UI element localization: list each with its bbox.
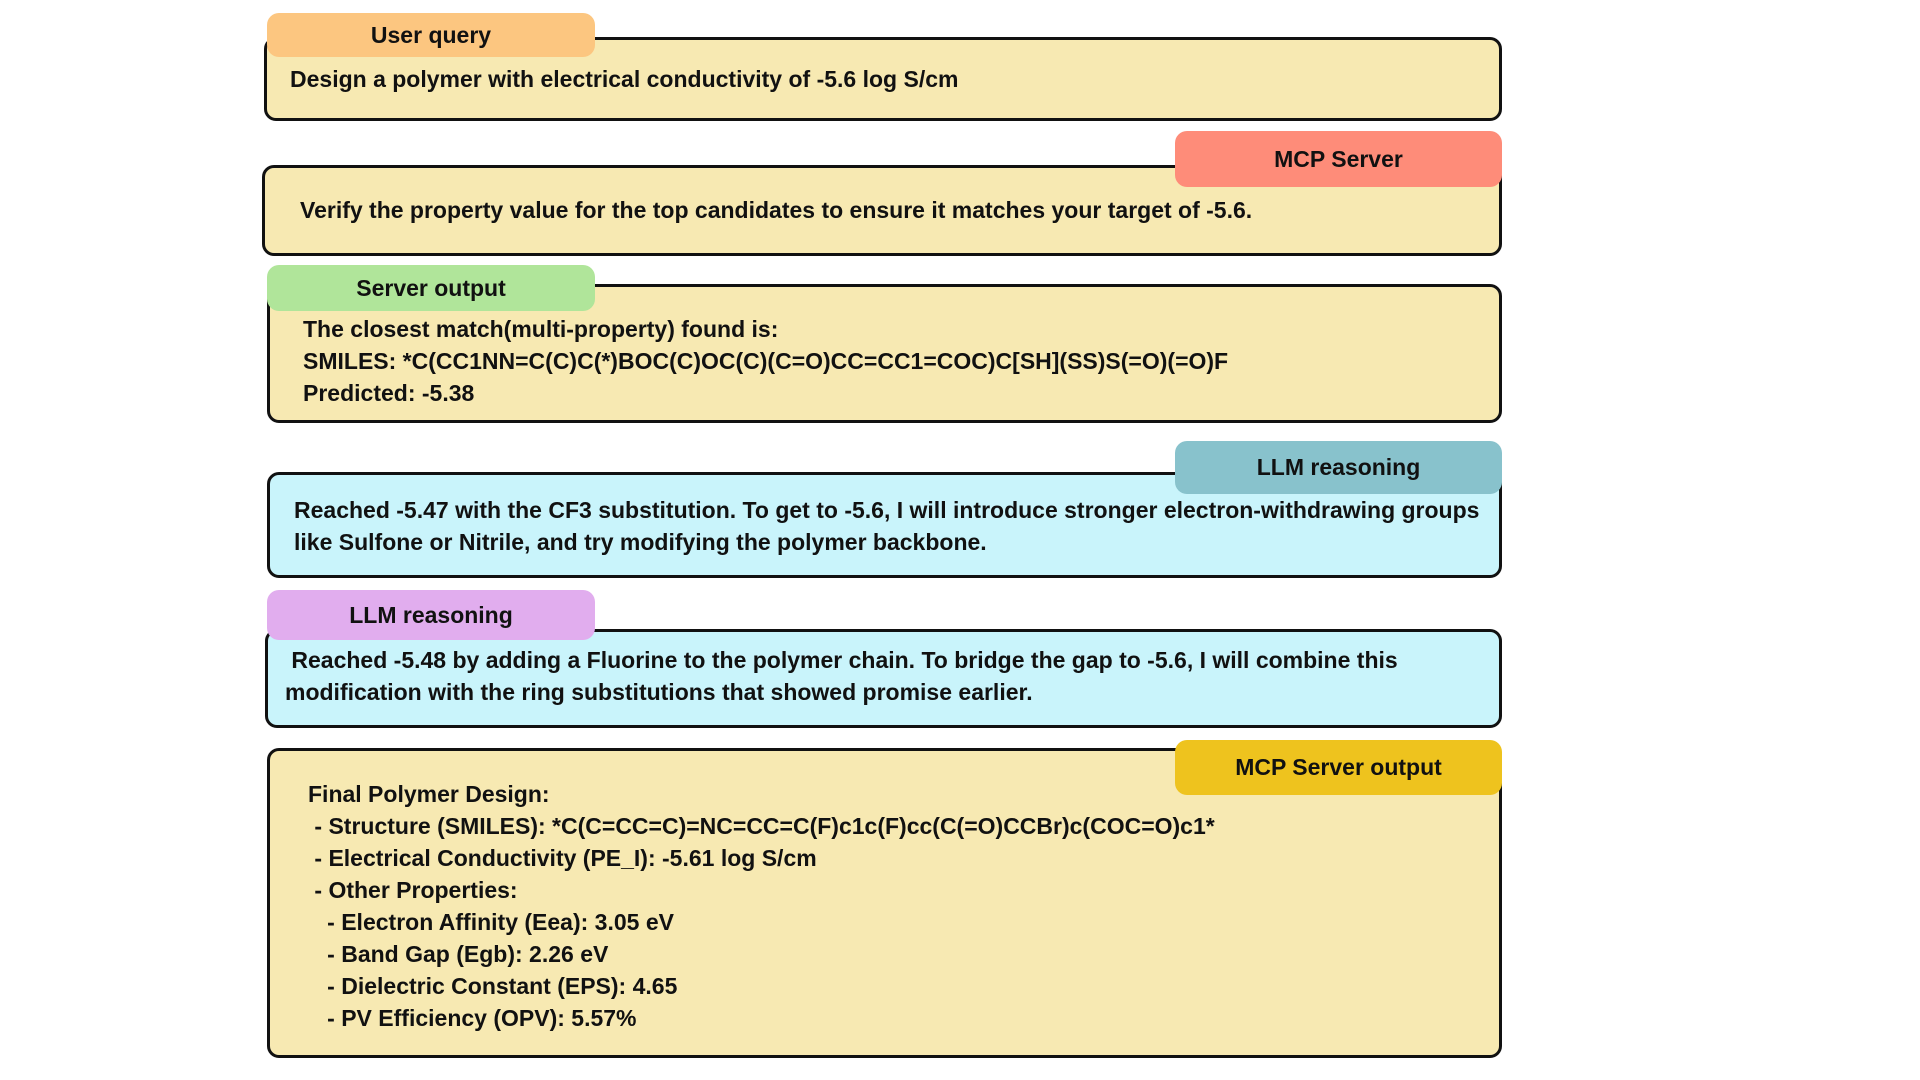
user-query-text: Design a polymer with electrical conduct…: [290, 66, 959, 92]
mcp-server-output-line-2: - Structure (SMILES): *C(C=CC=C)=NC=CC=C…: [308, 813, 1215, 839]
llm-reasoning-2-line-1: Reached -5.48 by adding a Fluorine to th…: [285, 647, 1398, 673]
llm-reasoning-2-line-2: modification with the ring substitutions…: [285, 679, 1033, 705]
llm-reasoning-1-line-2: like Sulfone or Nitrile, and try modifyi…: [294, 529, 987, 555]
mcp-server-output-tag: MCP Server output: [1175, 740, 1502, 795]
mcp-server-output-line-8: - PV Efficiency (OPV): 5.57%: [308, 1005, 637, 1031]
llm-reasoning-tag-1: LLM reasoning: [1175, 441, 1502, 494]
server-output-tag: Server output: [267, 265, 595, 311]
server-output-line-1: The closest match(multi-property) found …: [303, 316, 779, 342]
mcp-server-output-panel: [267, 748, 1502, 1058]
mcp-server-output-line-4: - Other Properties:: [308, 877, 518, 903]
user-query-tag: User query: [267, 13, 595, 57]
mcp-server-output-line-7: - Dielectric Constant (EPS): 4.65: [308, 973, 678, 999]
llm-reasoning-tag-2: LLM reasoning: [267, 590, 595, 640]
llm-reasoning-panel-2: [265, 629, 1502, 728]
mcp-server-output-line-1: Final Polymer Design:: [308, 781, 550, 807]
server-output-line-2: SMILES: *C(CC1NN=C(C)C(*)BOC(C)OC(C)(C=O…: [303, 348, 1229, 374]
mcp-server-output-line-6: - Band Gap (Egb): 2.26 eV: [308, 941, 609, 967]
server-output-line-3: Predicted: -5.38: [303, 380, 475, 406]
mcp-server-tag: MCP Server: [1175, 131, 1502, 187]
mcp-server-output-line-3: - Electrical Conductivity (PE_I): -5.61 …: [308, 845, 817, 871]
mcp-server-text: Verify the property value for the top ca…: [300, 197, 1253, 223]
mcp-server-output-line-5: - Electron Affinity (Eea): 3.05 eV: [308, 909, 674, 935]
llm-reasoning-1-line-1: Reached -5.47 with the CF3 substitution.…: [294, 497, 1480, 523]
